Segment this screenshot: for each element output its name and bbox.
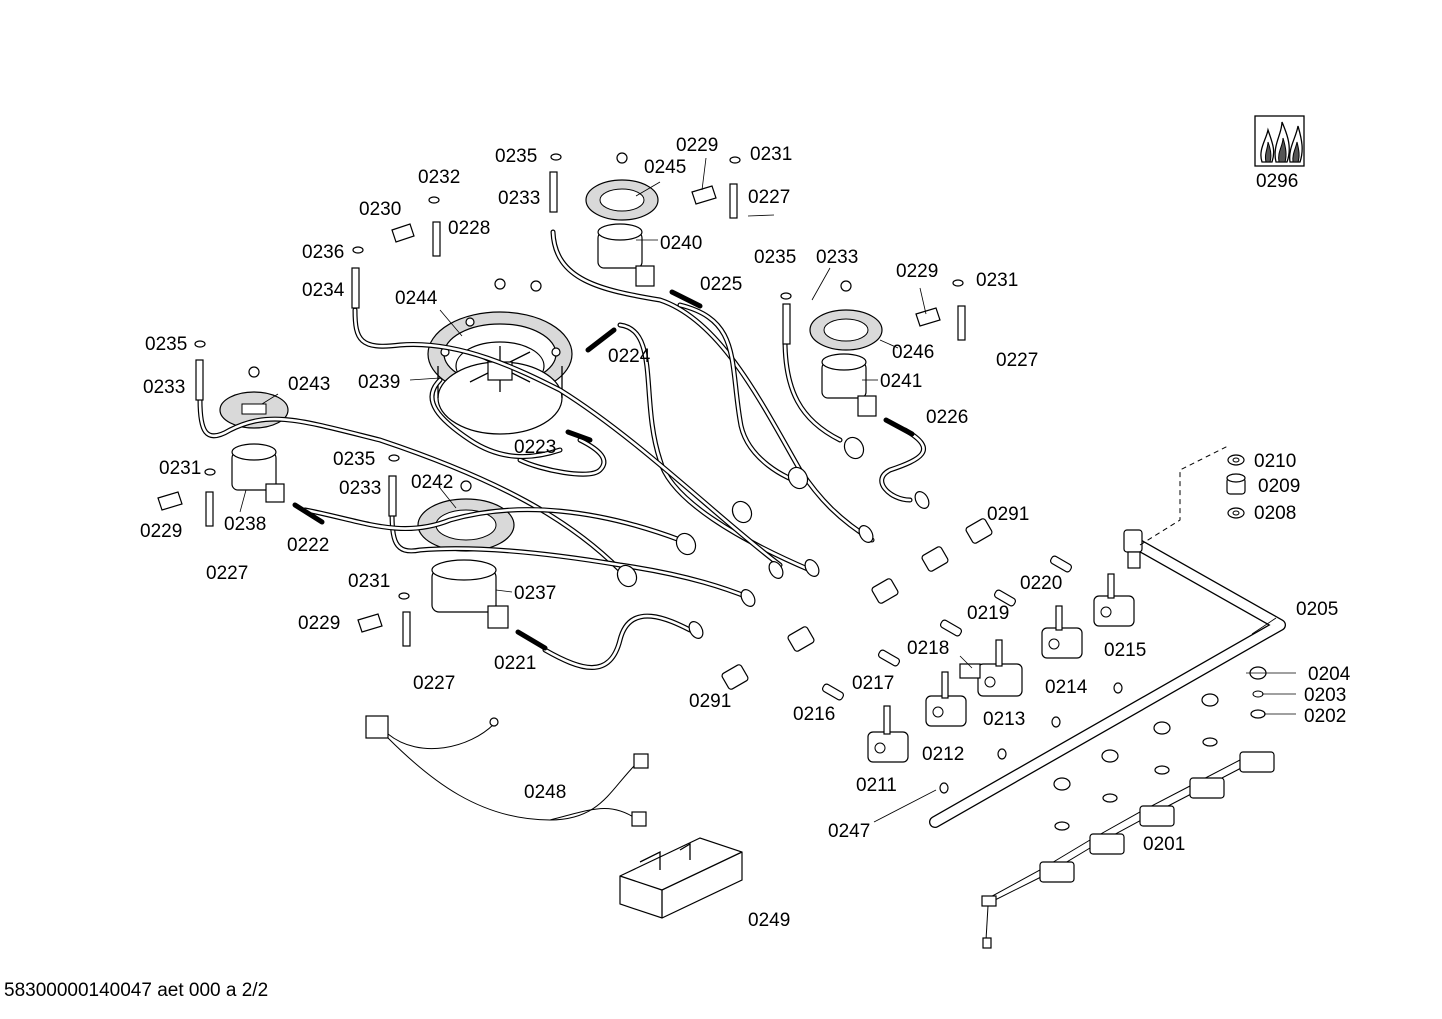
label-0218: 0218: [907, 638, 949, 659]
ignition-module: [619, 837, 743, 919]
label-0233c: 0233: [816, 247, 858, 268]
label-0235c: 0235: [754, 247, 796, 268]
label-0247: 0247: [828, 821, 870, 842]
label-0244: 0244: [395, 288, 438, 309]
label-0291b: 0291: [987, 504, 1029, 525]
label-0229c: 0229: [896, 261, 938, 282]
label-0246: 0246: [892, 342, 934, 363]
label-0249: 0249: [748, 910, 790, 931]
label-0242: 0242: [411, 472, 453, 493]
rail-fittings: [1226, 454, 1246, 519]
label-0213: 0213: [983, 709, 1025, 730]
label-0231b: 0231: [750, 144, 792, 165]
label-0234: 0234: [302, 280, 345, 301]
label-0235: 0235: [495, 146, 537, 167]
gas-valves: [867, 573, 1135, 763]
gas-flame-icon: [1254, 115, 1305, 167]
label-0233d: 0233: [339, 478, 381, 499]
clips: [157, 185, 941, 633]
connector-caps: [616, 436, 930, 639]
label-0229d: 0229: [298, 613, 340, 634]
label-0221: 0221: [494, 653, 536, 674]
label-0215: 0215: [1104, 640, 1146, 661]
label-0230: 0230: [359, 199, 401, 220]
label-0239: 0239: [358, 372, 400, 393]
label-0228: 0228: [448, 218, 490, 239]
label-0210: 0210: [1254, 451, 1296, 472]
label-0229: 0229: [140, 521, 182, 542]
leader-lines: [239, 157, 1296, 823]
label-0219: 0219: [967, 603, 1009, 624]
injector-nozzles: [821, 555, 1073, 701]
label-0231c: 0231: [976, 270, 1018, 291]
knob-seals: [939, 666, 1267, 831]
label-0202: 0202: [1304, 706, 1346, 727]
gas-rail: [929, 445, 1286, 828]
label-0237: 0237: [514, 583, 556, 604]
label-0201: 0201: [1143, 834, 1185, 855]
label-0245: 0245: [644, 157, 686, 178]
label-0291: 0291: [689, 691, 731, 712]
washers: [194, 153, 964, 600]
label-0235d: 0235: [333, 449, 375, 470]
label-0229b: 0229: [676, 135, 718, 156]
label-0212: 0212: [922, 744, 964, 765]
label-0227: 0227: [206, 563, 248, 584]
label-0243: 0243: [288, 374, 330, 395]
electrodes: [195, 171, 966, 647]
burner-0240: [585, 152, 659, 287]
label-0248: 0248: [524, 782, 566, 803]
label-0216: 0216: [793, 704, 835, 725]
label-0226: 0226: [926, 407, 968, 428]
label-0296: 0296: [1256, 171, 1298, 192]
label-0204: 0204: [1308, 664, 1351, 685]
label-0224: 0224: [608, 346, 651, 367]
label-0222: 0222: [287, 535, 329, 556]
label-0231: 0231: [159, 458, 201, 479]
label-0205: 0205: [1296, 599, 1338, 620]
label-0208: 0208: [1254, 503, 1296, 524]
burner-0241: [809, 280, 883, 417]
label-0235b: 0235: [145, 334, 187, 355]
label-0217: 0217: [852, 673, 894, 694]
label-0227b: 0227: [748, 187, 790, 208]
label-0220: 0220: [1020, 573, 1062, 594]
label-0211: 0211: [856, 775, 897, 796]
label-0227d: 0227: [413, 673, 455, 694]
burner-0237: [417, 480, 515, 629]
label-0233b: 0233: [143, 377, 185, 398]
label-0203: 0203: [1304, 685, 1346, 706]
label-0241: 0241: [880, 371, 922, 392]
label-0238: 0238: [224, 514, 266, 535]
part-labels: 0296 0235 0233 0232 0230 0228 0236 0234 …: [140, 135, 1351, 931]
wire-harness: [365, 715, 649, 827]
label-0225: 0225: [700, 274, 742, 295]
large-burner: [427, 278, 573, 435]
label-0233: 0233: [498, 188, 540, 209]
injectors: [292, 289, 915, 651]
label-0223: 0223: [514, 437, 556, 458]
nuts-0291: [721, 518, 993, 690]
label-0231d: 0231: [348, 571, 390, 592]
label-0209: 0209: [1258, 476, 1300, 497]
drawing-number: 58300000140047 aet 000 a 2/2: [4, 980, 269, 1001]
burner-0238: [219, 366, 289, 503]
label-0240: 0240: [660, 233, 702, 254]
label-0232: 0232: [418, 167, 460, 188]
label-0227c: 0227: [996, 350, 1038, 371]
label-0236: 0236: [302, 242, 344, 263]
tubes: [197, 229, 926, 670]
label-0214: 0214: [1045, 677, 1088, 698]
ignition-switch-harness: [981, 751, 1275, 949]
